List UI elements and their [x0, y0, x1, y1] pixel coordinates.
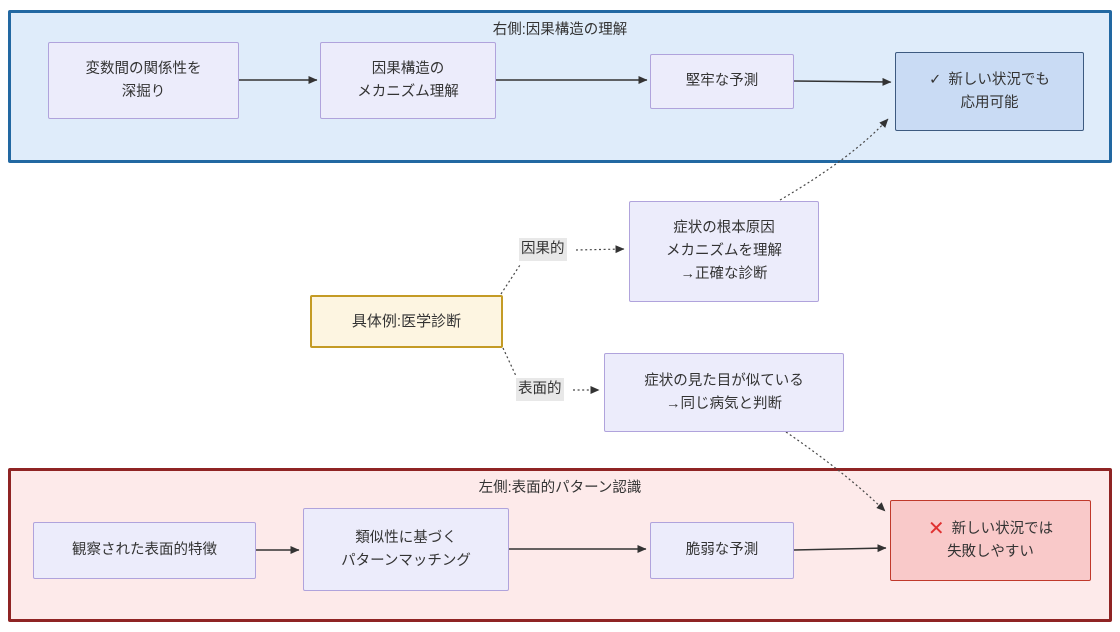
node-line: 因果構造の — [371, 60, 445, 77]
node-line: 堅牢な予測 — [685, 73, 759, 89]
edge-example-to-causal-label — [500, 264, 521, 295]
pattern-section-title: 左側:表面的パターン認識 — [478, 480, 642, 496]
edge-causal-label-to-causal-outcome — [575, 245, 625, 254]
node-fragile-prediction: 脆弱な予測 — [650, 522, 794, 579]
edge-label-surface: 表面的 — [516, 378, 564, 401]
node-line: →正確な診断 — [680, 266, 768, 282]
node-line-text: 新しい状況では — [951, 520, 1054, 537]
node-causal-outcome: 症状の根本原因 メカニズムを理解 →正確な診断 — [629, 201, 819, 302]
node-deep-dive: 変数間の関係性を 深掘り — [48, 42, 239, 119]
node-line: 症状の根本原因 — [673, 220, 775, 236]
node-line: →同じ病気と判断 — [666, 395, 782, 412]
node-line: 具体例:医学診断 — [351, 313, 462, 330]
node-mechanism: 因果構造の メカニズム理解 — [320, 42, 496, 119]
causal-section-title: 右側:因果構造の理解 — [492, 22, 628, 38]
node-surface-outcome: 症状の見た目が似ている →同じ病気と判断 — [604, 353, 844, 432]
cross-icon: ✕ — [927, 517, 945, 540]
node-line: 観察された表面的特徴 — [72, 542, 217, 558]
node-line: 脆弱な予測 — [685, 542, 759, 558]
node-line: 症状の見た目が似ている — [644, 372, 804, 389]
node-robust-prediction: 堅牢な予測 — [650, 54, 794, 109]
node-observed-features: 観察された表面的特徴 — [33, 522, 256, 579]
node-pattern-matching: 類似性に基づく パターンマッチング — [303, 508, 509, 591]
node-applicable-new-situations: ✓ 新しい状況でも 応用可能 — [895, 52, 1084, 131]
node-line-text: 新しい状況でも — [948, 71, 1050, 88]
node-line: ✕ 新しい状況では — [928, 518, 1053, 541]
node-fails-new-situations: ✕ 新しい状況では 失敗しやすい — [890, 500, 1091, 581]
node-line: メカニズム理解 — [357, 83, 459, 100]
node-line: 失敗しやすい — [947, 543, 1034, 560]
node-line: パターンマッチング — [341, 552, 471, 569]
node-line: メカニズムを理解 — [666, 243, 782, 259]
node-example-medical-diagnosis: 具体例:医学診断 — [310, 295, 503, 348]
edge-label-causal: 因果的 — [519, 238, 567, 261]
node-line: 応用可能 — [960, 94, 1019, 111]
node-line: 類似性に基づく — [355, 529, 457, 546]
node-line: 変数間の関係性を — [85, 60, 202, 77]
check-icon: ✓ — [929, 71, 942, 88]
node-line: 深掘り — [121, 83, 166, 100]
node-line: ✓ 新しい状況でも — [929, 69, 1050, 92]
edge-example-to-surface-label — [502, 347, 517, 377]
